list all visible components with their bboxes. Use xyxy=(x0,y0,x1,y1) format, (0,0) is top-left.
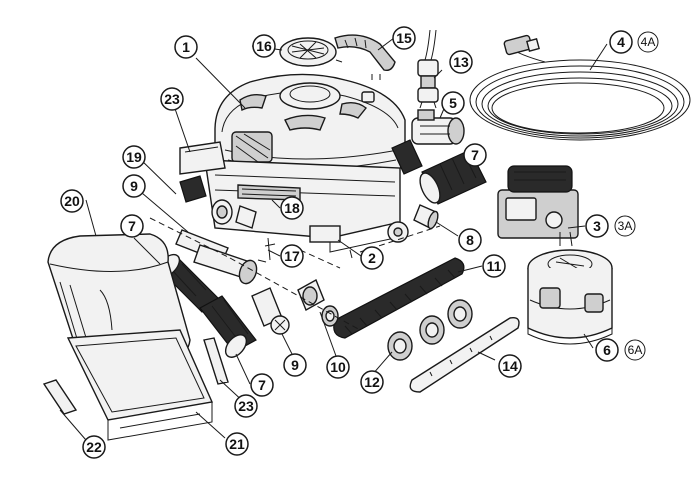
callout-1-label: 1 xyxy=(182,39,190,55)
callout-4: 4 4A xyxy=(609,30,659,54)
roller-cap-part xyxy=(251,287,290,335)
callout-18-label: 18 xyxy=(284,200,300,216)
bottom-clip-part xyxy=(203,337,229,385)
callout-3-label: 3 xyxy=(593,218,601,234)
callout-7-left: 7 xyxy=(120,214,144,238)
callout-10-label: 10 xyxy=(330,359,346,375)
callout-12: 12 xyxy=(360,370,384,394)
callout-11: 11 xyxy=(482,254,506,278)
callout-21-label: 21 xyxy=(229,436,245,452)
callout-17-label: 17 xyxy=(284,248,300,264)
control-box-part xyxy=(497,165,579,247)
callout-9-top-label: 9 xyxy=(130,178,138,194)
callout-23-bottom: 23 xyxy=(234,394,258,418)
callout-7-bottom: 7 xyxy=(250,373,274,397)
callout-8: 8 xyxy=(458,228,482,252)
callout-16: 16 xyxy=(252,34,276,58)
filter-tray-part xyxy=(66,329,214,441)
side-gear-part xyxy=(297,279,339,327)
callout-6: 6 6A xyxy=(595,338,646,362)
brush-roller-bottom xyxy=(199,295,257,358)
callout-21: 21 xyxy=(225,432,249,456)
callout-23-top-label: 23 xyxy=(164,91,180,107)
callout-7-right-label: 7 xyxy=(471,147,479,163)
callout-6a-label: 6A xyxy=(628,343,643,357)
callout-22: 22 xyxy=(82,435,106,459)
callout-13: 13 xyxy=(449,50,473,74)
callout-16-label: 16 xyxy=(256,38,272,54)
callout-8-label: 8 xyxy=(466,232,474,248)
callout-4-label: 4 xyxy=(617,34,625,50)
callout-23-top: 23 xyxy=(160,87,184,111)
callout-9-top: 9 xyxy=(122,174,146,198)
callout-2: 2 xyxy=(360,246,384,270)
callout-1: 1 xyxy=(174,35,198,59)
callout-3: 3 3A xyxy=(585,214,636,238)
callout-9-bottom: 9 xyxy=(283,353,307,377)
callout-15: 15 xyxy=(392,26,416,50)
bracket-parts xyxy=(257,237,276,263)
callout-13-label: 13 xyxy=(453,54,469,70)
callout-15-label: 15 xyxy=(396,30,412,46)
callout-10: 10 xyxy=(326,355,350,379)
callout-14: 14 xyxy=(498,354,522,378)
swivel-part xyxy=(417,29,439,109)
callout-3a-label: 3A xyxy=(618,219,633,233)
callout-6-label: 6 xyxy=(603,342,611,358)
pump-motor-part xyxy=(527,249,613,345)
drive-gear-part xyxy=(387,221,409,243)
handle-part xyxy=(334,34,396,80)
callout-5: 5 xyxy=(441,91,465,115)
callout-7-bottom-label: 7 xyxy=(258,377,266,393)
callout-7-left-label: 7 xyxy=(128,218,136,234)
callout-12-label: 12 xyxy=(364,374,380,390)
callout-14-label: 14 xyxy=(502,358,518,374)
callout-9-bottom-label: 9 xyxy=(291,357,299,373)
bumper-strip-part xyxy=(409,317,520,393)
callout-7-right: 7 xyxy=(463,143,487,167)
track-belt-part xyxy=(333,257,465,339)
callout-11-label: 11 xyxy=(487,258,502,274)
axle-part xyxy=(413,204,439,230)
callout-23-bottom-label: 23 xyxy=(238,398,254,414)
side-weight-bar xyxy=(179,141,226,175)
callout-5-label: 5 xyxy=(449,95,457,111)
callout-22-label: 22 xyxy=(86,439,102,455)
callout-18: 18 xyxy=(280,196,304,220)
callout-4a-label: 4A xyxy=(641,35,656,49)
power-cable-coil xyxy=(469,34,691,141)
callout-19: 19 xyxy=(122,145,146,169)
callout-20: 20 xyxy=(60,189,84,213)
filter-clip-part xyxy=(42,379,78,415)
callout-2-label: 2 xyxy=(368,250,376,266)
top-cap-part xyxy=(279,37,343,67)
motor-block-part xyxy=(411,109,465,145)
callout-19-label: 19 xyxy=(126,149,142,165)
callout-17: 17 xyxy=(280,244,304,268)
callout-20-label: 20 xyxy=(64,193,80,209)
wheels-part xyxy=(387,299,473,361)
